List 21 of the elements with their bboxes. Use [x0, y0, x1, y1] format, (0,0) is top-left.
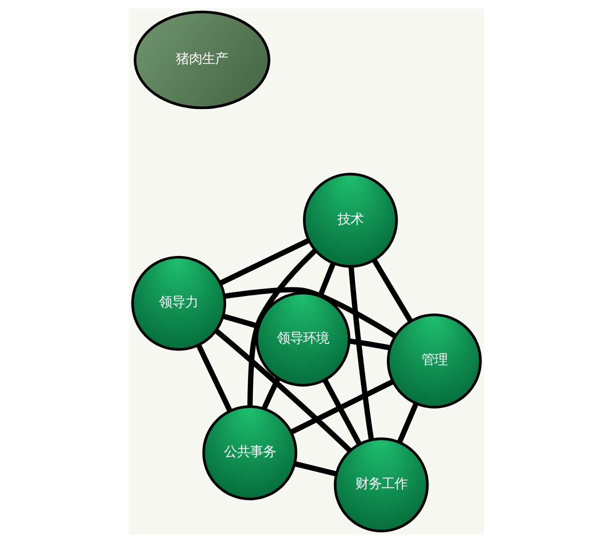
- connector: [348, 266, 374, 440]
- connector: [317, 262, 336, 298]
- node-circle: 领导环境: [254, 292, 350, 387]
- connector: [218, 238, 310, 286]
- node-circle: 财务工作: [333, 437, 428, 532]
- node-ellipse: 猪肉生产: [133, 10, 270, 110]
- node-circle: 技术: [302, 172, 398, 268]
- connector: [348, 338, 390, 350]
- connector: [214, 328, 352, 453]
- connector: [261, 377, 280, 410]
- connector: [290, 379, 394, 434]
- node-circle: 领导力: [130, 256, 226, 351]
- connector: [294, 461, 337, 477]
- node-circle: 管理: [386, 314, 482, 408]
- connector: [246, 248, 316, 407]
- connector: [322, 378, 362, 446]
- connector: [396, 402, 418, 444]
- connector: [371, 258, 412, 322]
- connector: [196, 344, 232, 412]
- node-circle: 公共事务: [202, 405, 297, 500]
- connector: [223, 287, 396, 338]
